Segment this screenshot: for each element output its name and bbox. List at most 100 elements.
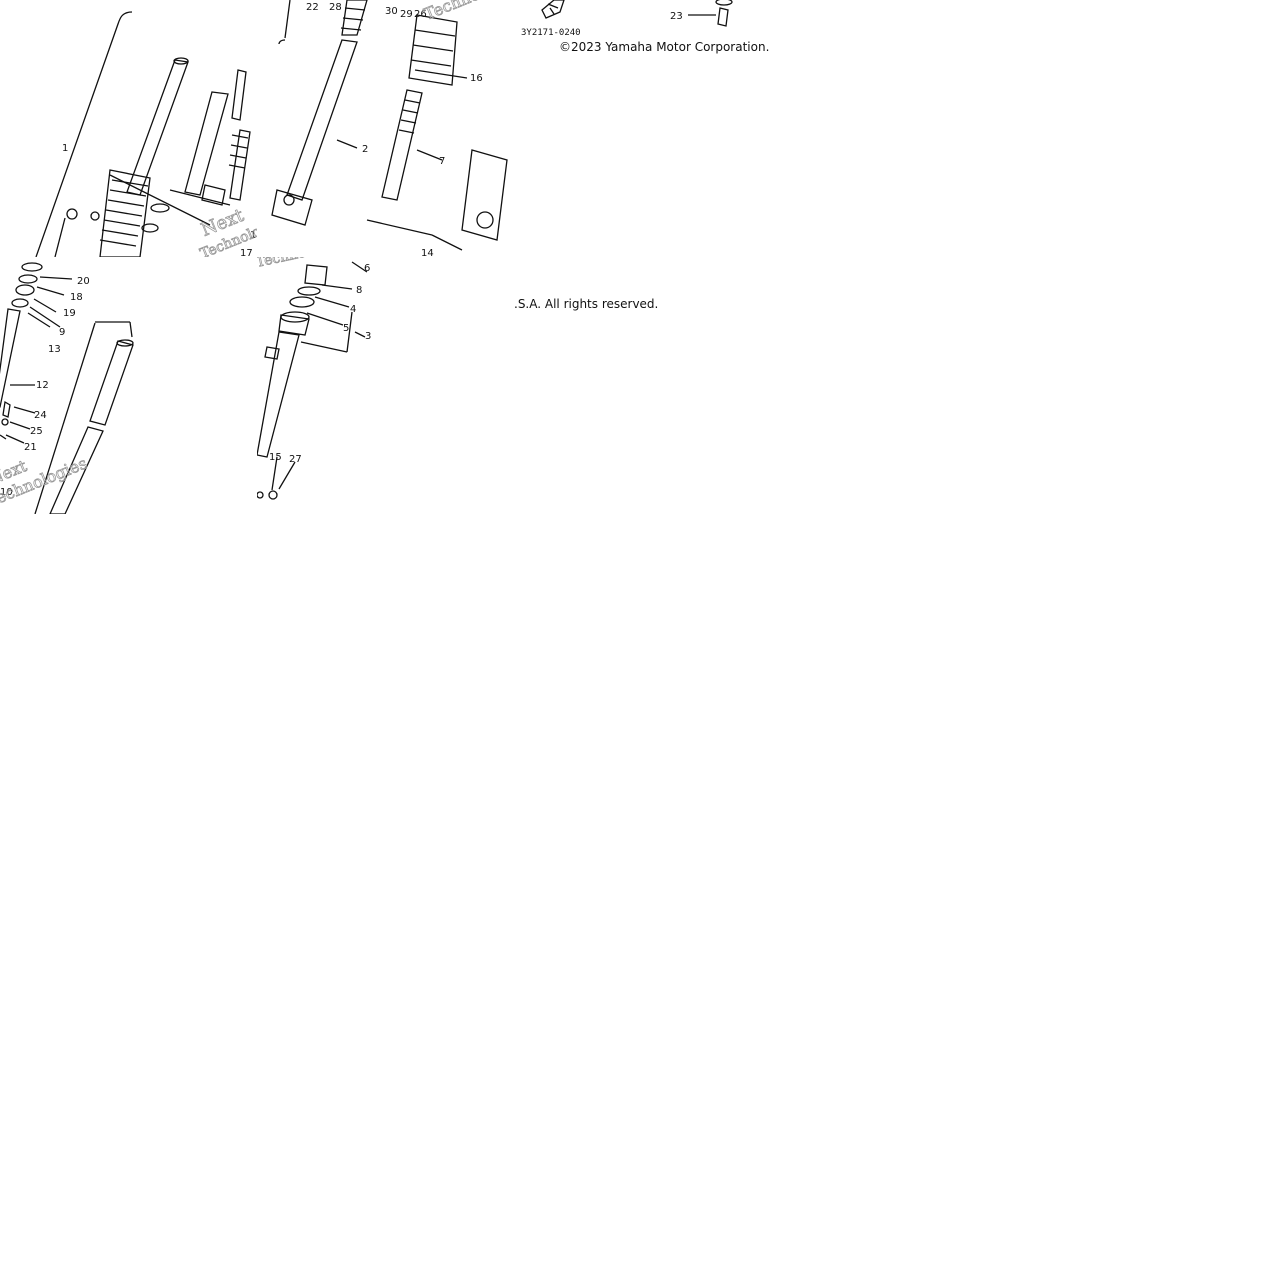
outer-tube bbox=[286, 39, 358, 201]
dust-boot-left bbox=[99, 169, 151, 257]
callout-13: 13 bbox=[48, 344, 61, 355]
outer-tube-drawing: 22 28 30 29 26 2 16 7 14 Technologies bbox=[271, 0, 514, 257]
dust-boot-right bbox=[408, 14, 458, 86]
bracket-plate bbox=[109, 174, 231, 226]
callout-6: 6 bbox=[364, 263, 370, 274]
copyright-left: ©2023 Yamaha Motor Corporation. U bbox=[559, 40, 771, 54]
callout-11: 11 bbox=[250, 230, 257, 241]
leader-lines-t3 bbox=[5, 276, 73, 444]
callout-24: 24 bbox=[34, 410, 47, 421]
diagram-tile-code-strip: 23 3Y2171-0240 ©2023 Yamaha Motor Corpor… bbox=[514, 0, 771, 55]
spring-coils-right bbox=[398, 99, 421, 134]
bracket-top bbox=[278, 0, 291, 45]
bolt-head bbox=[66, 208, 78, 220]
callout-17: 17 bbox=[240, 248, 253, 257]
watermark-technologies-2: Technologies bbox=[421, 0, 514, 24]
washer bbox=[90, 211, 100, 221]
callout-1: 1 bbox=[62, 143, 68, 154]
callout-10: 10 bbox=[0, 487, 13, 498]
callout-23: 23 bbox=[670, 11, 683, 22]
bracket-part bbox=[541, 0, 565, 19]
seal-kit-drawing: 20 18 19 9 13 12 24 25 21 10 Next Techno… bbox=[0, 262, 134, 514]
spring-left bbox=[229, 129, 251, 201]
copyright-strip: .S.A. All rights reserved. bbox=[514, 290, 771, 320]
outer-tube-lower bbox=[257, 331, 300, 458]
boot-ribs bbox=[99, 179, 149, 247]
diagram-tile-fork-assembly: 1 11 17 Next Technologies bbox=[0, 0, 257, 257]
callout-2: 2 bbox=[362, 144, 368, 155]
diagram-tile-outer-tube: 22 28 30 29 26 2 16 7 14 Technologies bbox=[257, 0, 514, 257]
leader-lines bbox=[336, 69, 468, 161]
callout-9: 9 bbox=[59, 327, 65, 338]
callout-15: 15 bbox=[269, 452, 282, 463]
callout-25: 25 bbox=[30, 426, 43, 437]
inner-tube-13 bbox=[0, 308, 21, 408]
callout-12: 12 bbox=[36, 380, 49, 391]
tube-cap-right bbox=[116, 339, 134, 347]
clip-8 bbox=[297, 286, 321, 296]
callout-18: 18 bbox=[70, 292, 83, 303]
boot-ribs-top bbox=[340, 7, 366, 31]
axle-hole bbox=[283, 194, 295, 206]
callout-27: 27 bbox=[289, 454, 302, 465]
seal-5 bbox=[278, 314, 310, 336]
axle-hole-right bbox=[476, 211, 494, 229]
damper-rod bbox=[184, 91, 229, 196]
clamp bbox=[201, 184, 226, 206]
ring-19 bbox=[15, 284, 35, 296]
washer-27 bbox=[268, 490, 278, 500]
callout-26: 26 bbox=[414, 9, 427, 20]
code-strip-drawing: 23 3Y2171-0240 bbox=[521, 0, 733, 38]
watermark-technologies-4: Technologies bbox=[257, 257, 348, 271]
fork-boot-top bbox=[341, 0, 368, 36]
washer-25 bbox=[1, 418, 9, 426]
callout-30: 30 bbox=[385, 6, 398, 17]
axle-lug bbox=[271, 189, 313, 226]
callout-16: 16 bbox=[470, 73, 483, 84]
bracket-left-line bbox=[34, 322, 96, 514]
washer-23 bbox=[715, 0, 733, 6]
spring-rod bbox=[231, 69, 247, 121]
bolt-21 bbox=[0, 434, 7, 440]
leader-line bbox=[54, 217, 66, 257]
drawing-code: 3Y2171-0240 bbox=[521, 28, 581, 38]
callout-28: 28 bbox=[329, 2, 342, 13]
outer-tube-right bbox=[461, 149, 508, 241]
bolt-15 bbox=[257, 491, 264, 499]
inner-tube-right bbox=[89, 340, 134, 426]
seal-ring bbox=[150, 203, 170, 213]
washer-18 bbox=[18, 274, 38, 284]
seal-4 bbox=[289, 296, 315, 308]
clip-9 bbox=[11, 298, 29, 308]
callout-22: 22 bbox=[306, 2, 319, 13]
bracket-line bbox=[35, 11, 133, 257]
diagram-tile-seal-kit: 20 18 19 9 13 12 24 25 21 10 Next Techno… bbox=[0, 257, 257, 514]
boot-ribs-right bbox=[410, 29, 456, 67]
callout-29: 29 bbox=[400, 9, 413, 20]
inner-tube-lower bbox=[49, 426, 104, 514]
fork-assembly-drawing: 1 11 17 Next Technologies bbox=[35, 11, 257, 257]
seal-top bbox=[280, 311, 310, 323]
callout-21: 21 bbox=[24, 442, 37, 453]
callout-4: 4 bbox=[350, 304, 356, 315]
drain-boss bbox=[264, 346, 280, 360]
callout-14: 14 bbox=[421, 248, 434, 257]
callout-5: 5 bbox=[343, 323, 349, 334]
callout-19: 19 bbox=[63, 308, 76, 319]
spring bbox=[381, 89, 423, 201]
spring-coils bbox=[228, 134, 249, 169]
callout-20: 20 bbox=[77, 276, 90, 287]
copyright-right: .S.A. All rights reserved. bbox=[514, 297, 659, 311]
diagram-tile-cap-seal: 6 8 4 5 3 15 27 Technologies bbox=[257, 257, 514, 514]
callout-3: 3 bbox=[365, 331, 371, 342]
seal-ring-2 bbox=[141, 223, 159, 233]
bracket-ribs bbox=[547, 3, 559, 15]
inner-tube-cap bbox=[173, 57, 189, 65]
bracket-bottom bbox=[366, 219, 463, 251]
oil-seal-20 bbox=[21, 262, 43, 272]
callout-7: 7 bbox=[439, 156, 445, 167]
callout-8: 8 bbox=[356, 285, 362, 296]
cap-seal-drawing: 6 8 4 5 3 15 27 Technologies bbox=[257, 257, 371, 500]
bracket-right bbox=[95, 321, 133, 338]
leader-lines-t4 bbox=[271, 261, 368, 491]
